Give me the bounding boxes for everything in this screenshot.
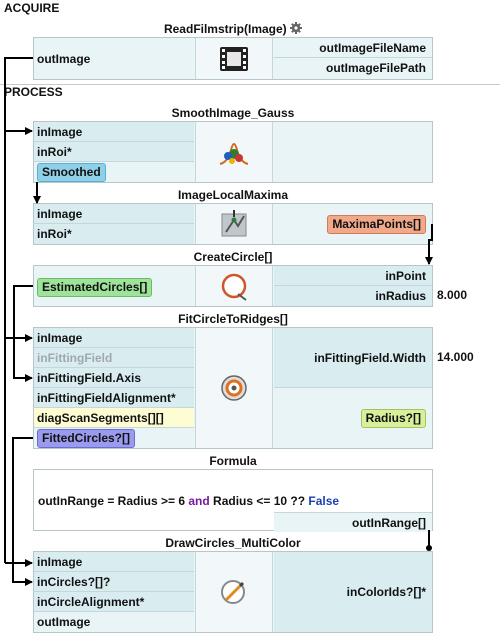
output-outimage[interactable]: outImage xyxy=(34,612,194,632)
input-inradius[interactable]: inRadius xyxy=(274,286,432,306)
block-formula[interactable]: outInRange = Radius >= 6 and Radius <= 1… xyxy=(33,469,433,532)
output-maximapoints[interactable]: MaximaPoints[] xyxy=(274,214,432,234)
block-icon-area xyxy=(195,552,273,632)
block-title-smoothgauss[interactable]: SmoothImage_Gauss xyxy=(171,106,295,120)
input-infittingfield[interactable]: inFittingField xyxy=(34,348,194,368)
block-readfilmstrip[interactable]: outImage outImageFileName outImageFilePa… xyxy=(33,37,433,80)
input-incirclealignment[interactable]: inCircleAlignment* xyxy=(34,592,194,612)
circle-icon xyxy=(218,270,250,302)
inradius-value[interactable]: 8.000 xyxy=(437,288,468,302)
input-incolorids[interactable]: inColorIds?[]* xyxy=(274,552,432,632)
output-outinrange[interactable]: outInRange[] xyxy=(274,512,432,532)
output-fittedcircles[interactable]: FittedCircles?[] xyxy=(34,428,194,448)
block-title-readfilmstrip[interactable]: ReadFilmstrip(Image) xyxy=(33,22,433,36)
draw-circle-icon xyxy=(218,576,250,608)
input-inimage[interactable]: inImage xyxy=(34,552,194,572)
block-icon-area xyxy=(195,328,273,448)
block-icon-area xyxy=(195,266,273,306)
output-smoothed[interactable]: Smoothed xyxy=(34,162,194,182)
block-createcircle[interactable]: EstimatedCircles[] inPoint inRadius xyxy=(33,265,433,307)
input-inimage[interactable]: inImage xyxy=(34,328,194,348)
block-title-drawcircles[interactable]: DrawCircles_MultiColor xyxy=(165,536,301,550)
local-maxima-icon xyxy=(218,208,250,240)
output-diagscansegments[interactable]: diagScanSegments[][] xyxy=(34,408,194,428)
block-icon-area xyxy=(195,204,273,244)
output-outimage[interactable]: outImage xyxy=(34,49,194,69)
input-inpoint[interactable]: inPoint xyxy=(274,266,432,286)
block-fitcircle[interactable]: inImage inFittingField inFittingField.Ax… xyxy=(33,327,433,449)
input-inroi[interactable]: inRoi* xyxy=(34,142,194,162)
block-icon-area xyxy=(195,122,273,182)
formula-literal-false: False xyxy=(308,494,340,508)
block-title-formula[interactable]: Formula xyxy=(209,454,257,468)
filmstrip-icon xyxy=(218,43,250,75)
block-localmaxima[interactable]: inImage inRoi* MaximaPoints[] xyxy=(33,203,433,245)
block-title-fitcircle[interactable]: FitCircleToRidges[] xyxy=(178,312,288,326)
input-incircles[interactable]: inCircles?[]? xyxy=(34,572,194,592)
output-radius[interactable]: Radius?[] xyxy=(274,408,432,428)
input-inimage[interactable]: inImage xyxy=(34,122,194,142)
infittingfield-width-value[interactable]: 14.000 xyxy=(437,350,474,364)
formula-expression[interactable]: outInRange = Radius >= 6 and Radius <= 1… xyxy=(38,494,340,508)
formula-keyword-and: and xyxy=(188,494,210,508)
block-title-localmaxima[interactable]: ImageLocalMaxima xyxy=(177,188,289,202)
output-outimagefilename[interactable]: outImageFileName xyxy=(274,38,432,58)
input-infittingfield-axis[interactable]: inFittingField.Axis xyxy=(34,368,194,388)
gear-icon[interactable] xyxy=(290,22,303,34)
output-outimagefilepath[interactable]: outImageFilePath xyxy=(274,58,432,78)
output-estimatedcircles[interactable]: EstimatedCircles[] xyxy=(34,277,194,297)
input-inroi[interactable]: inRoi* xyxy=(34,224,194,244)
section-divider xyxy=(0,84,500,85)
gauss-smoothing-icon xyxy=(218,136,250,168)
section-process: PROCESS xyxy=(4,85,63,99)
input-inimage[interactable]: inImage xyxy=(34,204,194,224)
section-acquire: ACQUIRE xyxy=(4,1,60,15)
ridge-fit-icon xyxy=(218,372,250,404)
block-title-createcircle[interactable]: CreateCircle[] xyxy=(193,250,273,264)
block-drawcircles[interactable]: inImage inCircles?[]? inCircleAlignment*… xyxy=(33,551,433,633)
input-infittingfieldalignment[interactable]: inFittingFieldAlignment* xyxy=(34,388,194,408)
input-infittingfield-width[interactable]: inFittingField.Width xyxy=(274,328,432,388)
block-smoothgauss[interactable]: inImage inRoi* Smoothed xyxy=(33,121,433,183)
label-smoothed[interactable]: Smoothed xyxy=(37,163,106,182)
block-icon-area xyxy=(195,38,273,79)
